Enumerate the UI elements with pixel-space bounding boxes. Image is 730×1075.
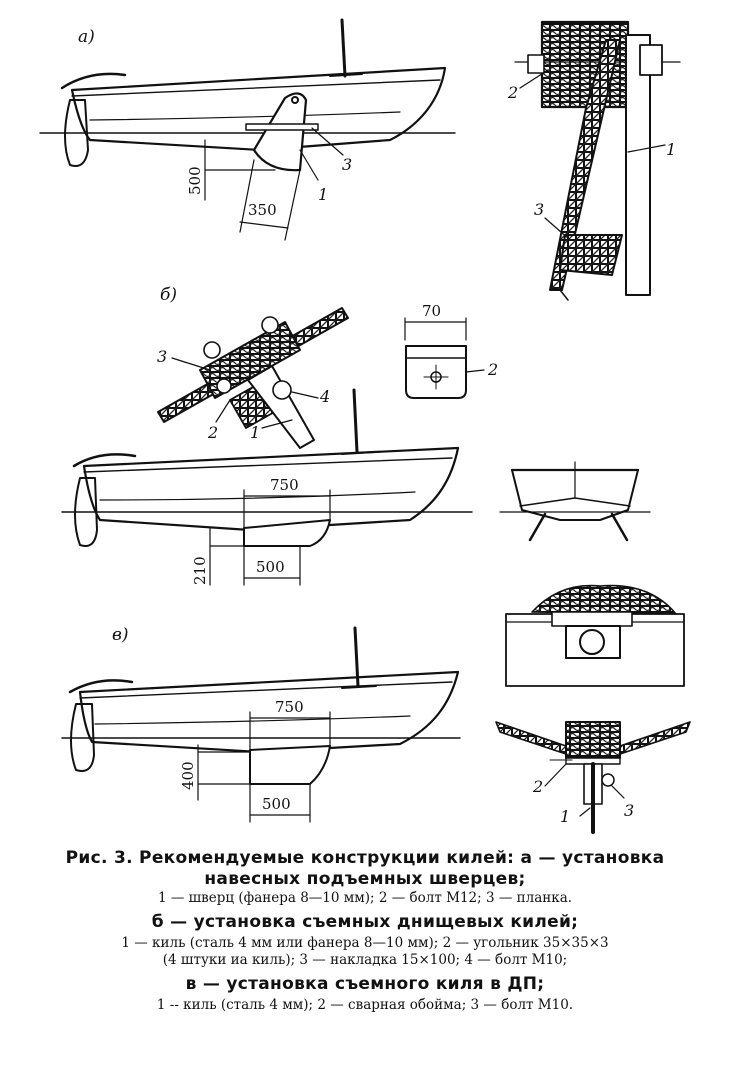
caption-b-heading: б — установка съемных днищевых килей; [151,912,579,932]
section-b: б) 3 2 1 4 70 [61,285,651,586]
section-a: а) 500 [39,18,681,301]
caption-title-line2: навесных подъемных шверцев; [204,869,526,889]
caption-title-line1: Рис. 3. Рекомендуемые конструкции килей:… [65,848,665,868]
keel-construction-drawings: а) 500 [39,18,691,834]
boat-hull-v [68,626,460,785]
dim-750-v: 750 [275,698,304,716]
caption-b-description-1: 1 — киль (сталь 4 мм или фанера 8—10 мм)… [121,935,609,951]
caption-b-description-2: (4 штуки иа киль); 3 — накладка 15×100; … [162,952,568,968]
detail-a-label-2: 2 [507,83,518,102]
dim-210-b: 210 [191,556,209,585]
section-a-marker: а) [78,27,95,47]
section-v: в) 750 500 400 [61,584,691,834]
label-b-3: 3 [157,347,167,366]
label-b-bracket-2: 2 [487,360,498,379]
detail-v-plan [505,584,685,687]
section-v-marker: в) [112,625,129,645]
caption-a-description: 1 — шверц (фанера 8—10 мм); 2 — болт М12… [157,890,573,906]
caption-v-heading: в — установка съемного киля в ДП; [185,974,545,994]
detail-v-label-2: 2 [532,777,543,796]
dim-350-a: 350 [248,201,277,219]
figure-caption: Рис. 3. Рекомендуемые конструкции килей:… [0,848,730,1014]
dim-400-v: 400 [179,761,197,790]
detail-v-label-1: 1 [560,807,570,826]
dimension-width-a: 350 [239,159,301,241]
dimension-depth-a: 500 [186,139,276,201]
detail-a-label-1: 1 [666,140,676,159]
dimensions-b: 750 500 210 [191,476,331,586]
detail-a: 1 2 3 [507,20,681,301]
leeboard [245,92,319,172]
dim-70-b: 70 [422,302,441,320]
section-b-marker: б) [160,285,177,305]
detail-b-joint: 3 2 1 4 [157,307,349,449]
boat-hull-b [72,388,460,547]
dim-500-a: 500 [186,166,204,195]
label-b-2: 2 [207,423,218,442]
front-view-b [499,461,651,542]
dim-750-b: 750 [270,476,299,494]
caption-v-description: 1 -- киль (сталь 4 мм); 2 — сварная обой… [156,997,574,1013]
label-a-3: 3 [342,155,352,174]
detail-v-label-3: 3 [624,801,634,820]
dimensions-v: 750 500 400 [179,698,331,823]
detail-v-section: 2 1 3 [495,721,691,834]
dim-500-v: 500 [262,795,291,813]
label-b-1: 1 [250,423,260,442]
detail-a-label-3: 3 [534,200,544,219]
boat-hull-a [60,18,447,167]
dim-500-b: 500 [256,558,285,576]
label-b-4: 4 [319,387,330,406]
detail-b-bracket: 70 2 [404,302,498,399]
label-a-1: 1 [318,185,328,204]
